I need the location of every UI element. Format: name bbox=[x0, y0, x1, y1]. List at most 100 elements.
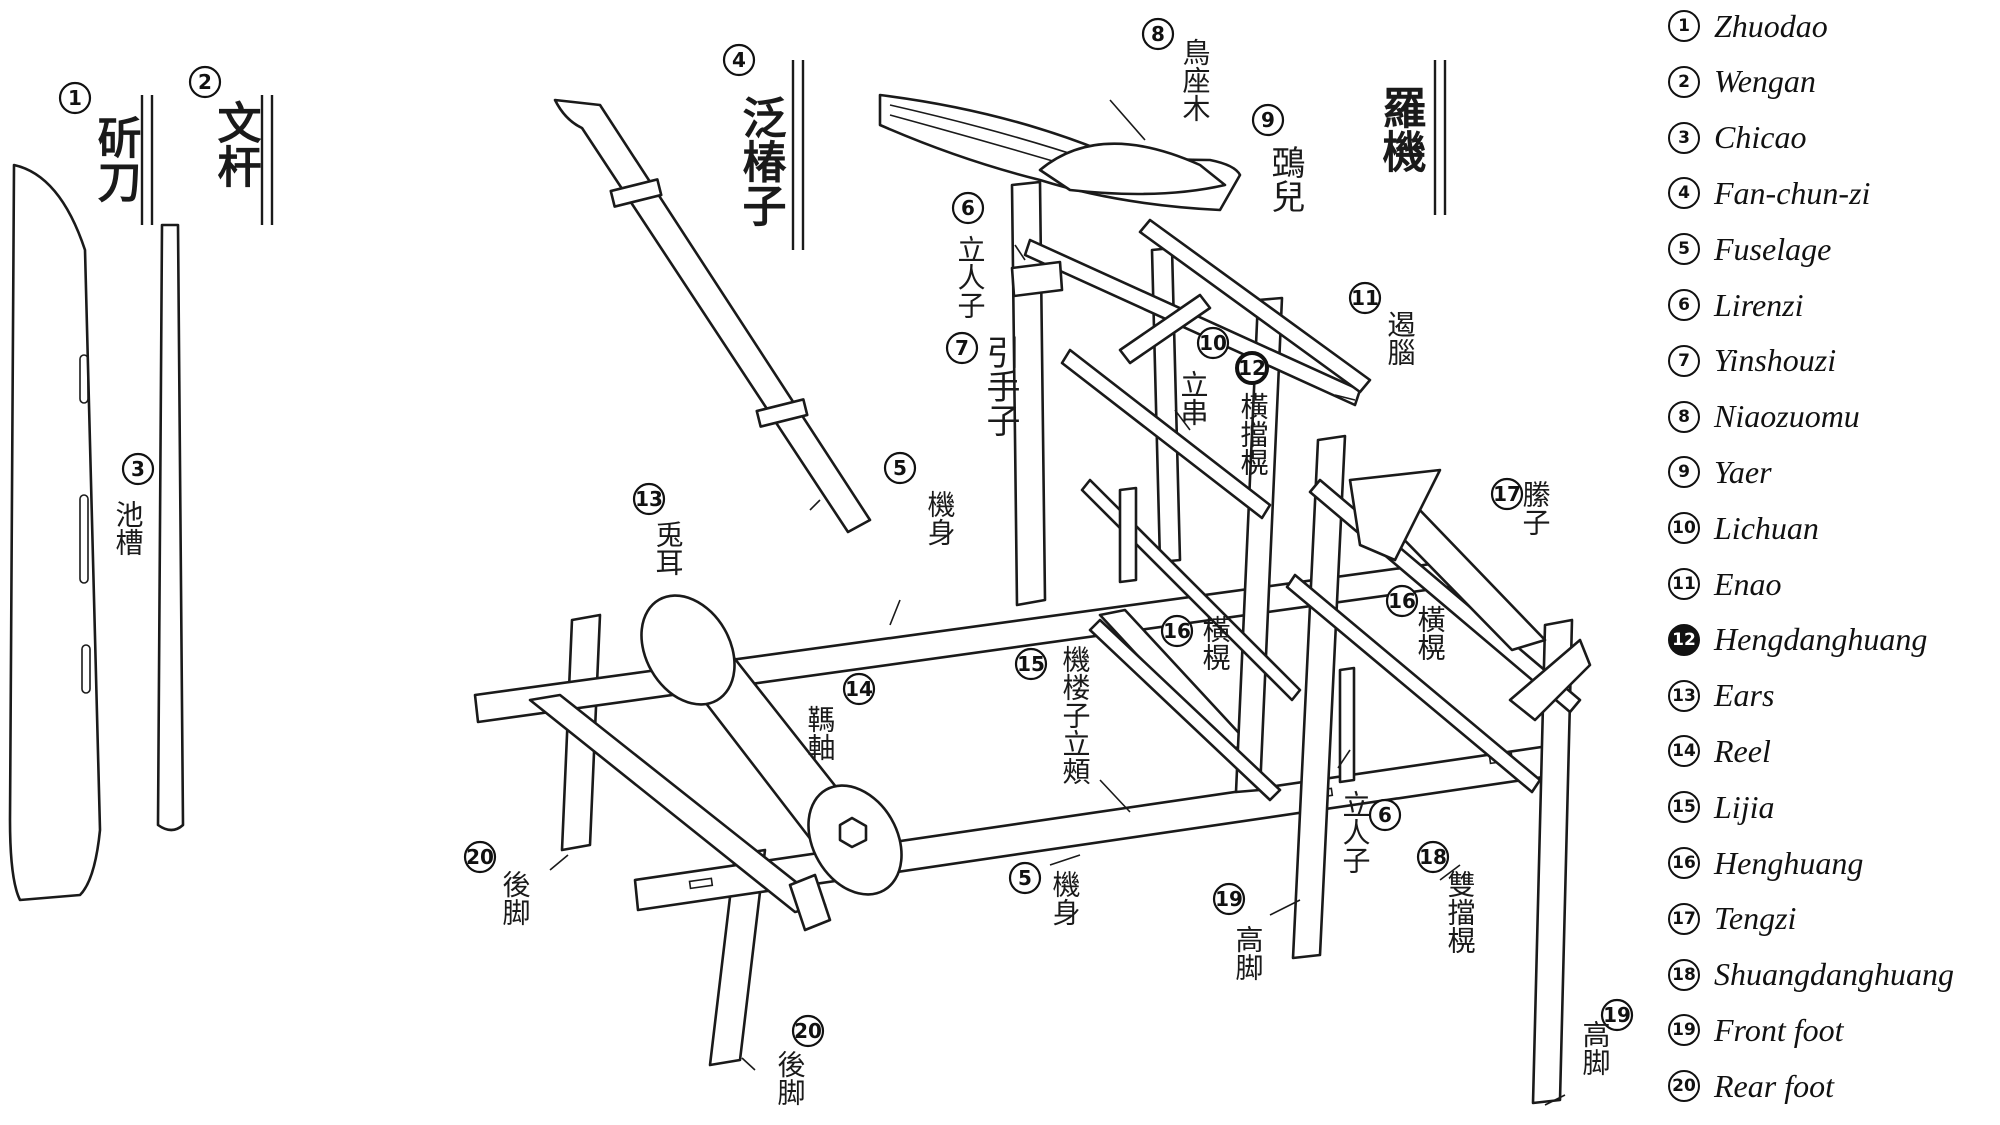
svg-text:12: 12 bbox=[1238, 356, 1266, 380]
legend-number: 11 bbox=[1668, 568, 1700, 600]
legend-label: Lijia bbox=[1714, 788, 1775, 825]
legend-label: Rear foot bbox=[1714, 1067, 1834, 1104]
legend-number: 16 bbox=[1668, 847, 1700, 879]
svg-text:9: 9 bbox=[1261, 108, 1275, 132]
label-lichuan: 立串 bbox=[1177, 370, 1210, 426]
legend-label: Zhuodao bbox=[1714, 7, 1828, 44]
svg-text:2: 2 bbox=[198, 70, 212, 94]
label-shuangdanghuang: 雙擋榥 bbox=[1444, 870, 1477, 954]
label-jishen-top: 機身 bbox=[924, 490, 957, 546]
legend-number: 17 bbox=[1668, 902, 1700, 935]
label-lijia: 機楼子立頰 bbox=[1059, 645, 1092, 785]
label-jishen-bottom: 機身 bbox=[1049, 870, 1082, 926]
legend-number: 13 bbox=[1668, 679, 1700, 712]
svg-text:16: 16 bbox=[1163, 619, 1191, 643]
svg-text:5: 5 bbox=[893, 456, 907, 480]
loom-diagram: 1 2 3 4 5 5 8 9 6 6 7 10 11 12 13 14 15 … bbox=[8, 17, 1634, 1106]
label-yaer: 鵶兒 bbox=[1265, 145, 1305, 213]
svg-text:4: 4 bbox=[732, 48, 746, 72]
legend-number: 2 bbox=[1668, 65, 1700, 98]
svg-text:15: 15 bbox=[1017, 652, 1045, 676]
legend-number: 7 bbox=[1668, 344, 1700, 377]
label-gaojiao-2: 高脚 bbox=[1579, 1020, 1612, 1076]
svg-text:19: 19 bbox=[1215, 887, 1243, 911]
svg-text:6: 6 bbox=[961, 196, 975, 220]
svg-text:6: 6 bbox=[1378, 803, 1392, 827]
label-houjiao-1: 後脚 bbox=[499, 870, 532, 926]
legend-label: Ears bbox=[1714, 677, 1775, 714]
label-hengdanghuang: 橫擋榥 bbox=[1237, 392, 1270, 476]
zhuodao-blade bbox=[8, 163, 102, 902]
label-houjiao-2: 後脚 bbox=[774, 1050, 807, 1106]
svg-text:18: 18 bbox=[1419, 845, 1447, 869]
svg-text:3: 3 bbox=[131, 457, 145, 481]
legend-number: 14 bbox=[1668, 735, 1700, 768]
legend-item: 12 Hengdanghuang bbox=[1668, 614, 1927, 666]
leader-lines bbox=[549, 99, 1566, 1106]
svg-text:20: 20 bbox=[794, 1019, 822, 1043]
legend-label: Lirenzi bbox=[1714, 286, 1804, 323]
legend-number: 12 bbox=[1668, 623, 1700, 656]
label-title: 羅機 bbox=[1375, 85, 1427, 173]
legend-item: 8 Niaozuomu bbox=[1668, 391, 1860, 443]
legend-number: 5 bbox=[1668, 233, 1700, 266]
legend-item: 13 Ears bbox=[1668, 670, 1774, 722]
legend-label: Tengzi bbox=[1714, 900, 1797, 937]
legend-number: 18 bbox=[1668, 958, 1700, 991]
label-tengzi: 縢子 bbox=[1519, 480, 1552, 536]
label-tuer: 兎耳 bbox=[652, 520, 685, 576]
legend-item: 1 Zhuodao bbox=[1668, 0, 1828, 52]
svg-text:16: 16 bbox=[1388, 589, 1416, 613]
fanchunzi-bar bbox=[553, 98, 872, 534]
legend-number: 1 bbox=[1668, 10, 1700, 42]
legend-number: 15 bbox=[1668, 791, 1700, 824]
svg-text:10: 10 bbox=[1199, 331, 1227, 355]
legend-item: 18 Shuangdanghuang bbox=[1668, 949, 1954, 1001]
legend-number: 6 bbox=[1668, 289, 1700, 321]
legend-item: 4 Fan-chun-zi bbox=[1668, 167, 1870, 219]
legend-label: Wengan bbox=[1714, 63, 1816, 100]
svg-text:7: 7 bbox=[955, 336, 969, 360]
legend-number: 8 bbox=[1668, 400, 1700, 433]
label-yinshouzi: 引手子 bbox=[980, 335, 1020, 437]
legend-label: Yinshouzi bbox=[1714, 342, 1837, 379]
svg-text:13: 13 bbox=[635, 487, 663, 511]
svg-text:19: 19 bbox=[1603, 1003, 1631, 1027]
legend-number: 4 bbox=[1668, 177, 1700, 210]
svg-text:20: 20 bbox=[466, 845, 494, 869]
svg-text:11: 11 bbox=[1351, 286, 1379, 310]
legend-item: 6 Lirenzi bbox=[1668, 279, 1804, 331]
legend-label: Niaozuomu bbox=[1714, 398, 1860, 435]
legend-label: Shuangdanghuang bbox=[1714, 956, 1954, 993]
label-lirenzi-2: 立人子 bbox=[1339, 790, 1372, 874]
legend-item: 7 Yinshouzi bbox=[1668, 335, 1836, 387]
label-henghuang-right: 橫榥 bbox=[1414, 605, 1447, 661]
drawing-markers: 1 2 3 4 5 5 8 9 6 6 7 10 11 12 13 14 15 … bbox=[58, 17, 1634, 1048]
legend-item: 17 Tengzi bbox=[1668, 893, 1796, 945]
label-wengan: 文杆 bbox=[210, 100, 262, 188]
label-enao: 遏腦 bbox=[1384, 310, 1417, 366]
legend-label: Hengdanghuang bbox=[1714, 621, 1928, 658]
svg-text:17: 17 bbox=[1493, 482, 1521, 506]
legend-label: Front foot bbox=[1714, 1011, 1844, 1048]
label-fanchunzi: 泛椿子 bbox=[735, 95, 787, 227]
wengan-rod bbox=[156, 223, 185, 832]
legend-item: 19 Front foot bbox=[1668, 1004, 1843, 1056]
legend-label: Enao bbox=[1714, 565, 1782, 602]
legend-number: 19 bbox=[1668, 1014, 1700, 1047]
legend-number: 3 bbox=[1668, 121, 1700, 154]
label-zhuodao: 斫刀 bbox=[90, 115, 142, 203]
label-gunzhou: 䩻軸 bbox=[804, 705, 837, 761]
label-henghuang-left: 橫榥 bbox=[1199, 615, 1232, 671]
legend-item: 11 Enao bbox=[1668, 558, 1782, 610]
loom-drawing: 1 2 3 4 5 5 8 9 6 6 7 10 11 12 13 14 15 … bbox=[8, 17, 1634, 1106]
svg-text:14: 14 bbox=[845, 677, 873, 701]
legend-label: Fan-chun-zi bbox=[1714, 174, 1871, 211]
legend-label: Reel bbox=[1714, 732, 1771, 769]
svg-text:5: 5 bbox=[1018, 866, 1032, 890]
